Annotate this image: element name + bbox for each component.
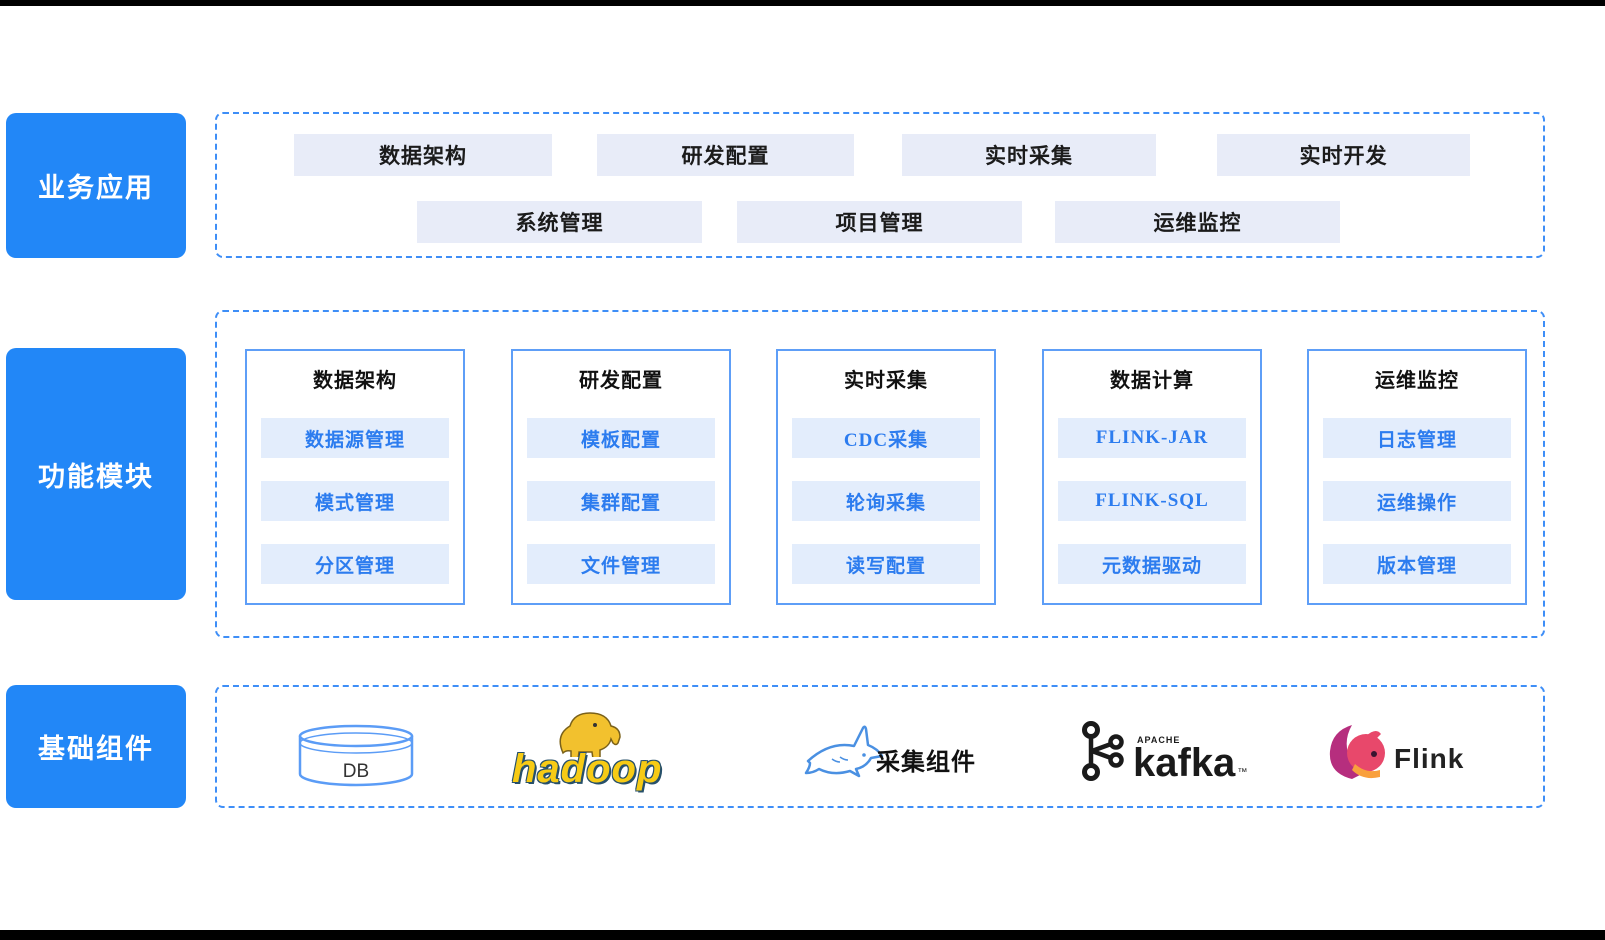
module-item-ops-actions: 运维操作 [1323, 481, 1511, 521]
module-item-log-mgmt: 日志管理 [1323, 418, 1511, 458]
module-item-rw-config: 读写配置 [792, 544, 980, 584]
business-apps-section: 数据架构 研发配置 实时采集 实时开发 系统管理 项目管理 运维监控 [215, 112, 1545, 258]
module-item-schema-mgmt: 模式管理 [261, 481, 449, 521]
module-item-file-mgmt: 文件管理 [527, 544, 715, 584]
module-items: 数据源管理 模式管理 分区管理 [261, 418, 449, 584]
module-col-data-compute: 数据计算 FLINK-JAR FLINK-SQL 元数据驱动 [1042, 349, 1262, 605]
module-item-cdc-collect: CDC采集 [792, 418, 980, 458]
module-items: CDC采集 轮询采集 读写配置 [792, 418, 980, 584]
module-items: FLINK-JAR FLINK-SQL 元数据驱动 [1058, 418, 1246, 584]
biz-app-project-mgmt: 项目管理 [737, 201, 1022, 243]
kafka-trademark: ™ [1237, 767, 1248, 778]
kafka-wordmark: APACHE kafka ™ [1133, 735, 1248, 785]
module-item-partition-mgmt: 分区管理 [261, 544, 449, 584]
module-items: 模板配置 集群配置 文件管理 [527, 418, 715, 584]
module-items: 日志管理 运维操作 版本管理 [1323, 418, 1511, 584]
hadoop-wordmark: hadoop [512, 747, 663, 791]
module-col-realtime-collect: 实时采集 CDC采集 轮询采集 读写配置 [776, 349, 996, 605]
biz-app-ops-monitor: 运维监控 [1055, 201, 1340, 243]
module-title: 数据架构 [313, 370, 397, 392]
hadoop-elephant-icon [559, 712, 621, 757]
module-item-cluster-config: 集群配置 [527, 481, 715, 521]
module-item-flink-jar: FLINK-JAR [1058, 418, 1246, 458]
side-label-function-modules: 功能模块 [6, 348, 186, 600]
hadoop-component: hadoop [512, 705, 663, 791]
kafka-label: kafka [1133, 741, 1236, 785]
shark-icon [804, 725, 884, 778]
module-item-version-mgmt: 版本管理 [1323, 544, 1511, 584]
biz-app-realtime-collect: 实时采集 [902, 134, 1156, 176]
top-black-bar [0, 0, 1605, 6]
side-label-business-apps: 业务应用 [6, 113, 186, 258]
collector-label: 采集组件 [876, 749, 976, 776]
biz-app-dev-config: 研发配置 [597, 134, 854, 176]
biz-app-realtime-dev: 实时开发 [1217, 134, 1470, 176]
module-col-data-architecture: 数据架构 数据源管理 模式管理 分区管理 [245, 349, 465, 605]
module-item-poll-collect: 轮询采集 [792, 481, 980, 521]
kafka-component: APACHE kafka ™ [1075, 719, 1247, 783]
kafka-icon [1082, 721, 1124, 781]
kafka-apache-label: APACHE [1137, 735, 1181, 745]
function-modules-section: 数据架构 数据源管理 模式管理 分区管理 研发配置 模板配置 集群配置 文件管理… [215, 310, 1545, 638]
bottom-black-bar [0, 930, 1605, 940]
db-label: DB [343, 761, 369, 782]
flink-component: Flink [1322, 717, 1464, 783]
database-icon: DB [298, 724, 414, 787]
module-col-ops-monitor: 运维监控 日志管理 运维操作 版本管理 [1307, 349, 1527, 605]
module-title: 运维监控 [1375, 370, 1459, 392]
module-title: 实时采集 [844, 370, 928, 392]
side-label-base-components: 基础组件 [6, 685, 186, 808]
flink-squirrel-icon [1329, 725, 1385, 779]
base-components-section: DB hadoop 采集组件 [215, 685, 1545, 808]
biz-app-system-mgmt: 系统管理 [417, 201, 702, 243]
module-title: 研发配置 [579, 370, 663, 392]
module-title: 数据计算 [1110, 370, 1194, 392]
collector-component: 采集组件 [802, 715, 976, 783]
module-item-metadata-driven: 元数据驱动 [1058, 544, 1246, 584]
module-item-template-config: 模板配置 [527, 418, 715, 458]
module-item-datasource-mgmt: 数据源管理 [261, 418, 449, 458]
module-item-flink-sql: FLINK-SQL [1058, 481, 1246, 521]
biz-app-data-architecture: 数据架构 [294, 134, 552, 176]
flink-label: Flink [1394, 743, 1465, 774]
module-col-dev-config: 研发配置 模板配置 集群配置 文件管理 [511, 349, 731, 605]
db-component: DB [297, 723, 415, 789]
